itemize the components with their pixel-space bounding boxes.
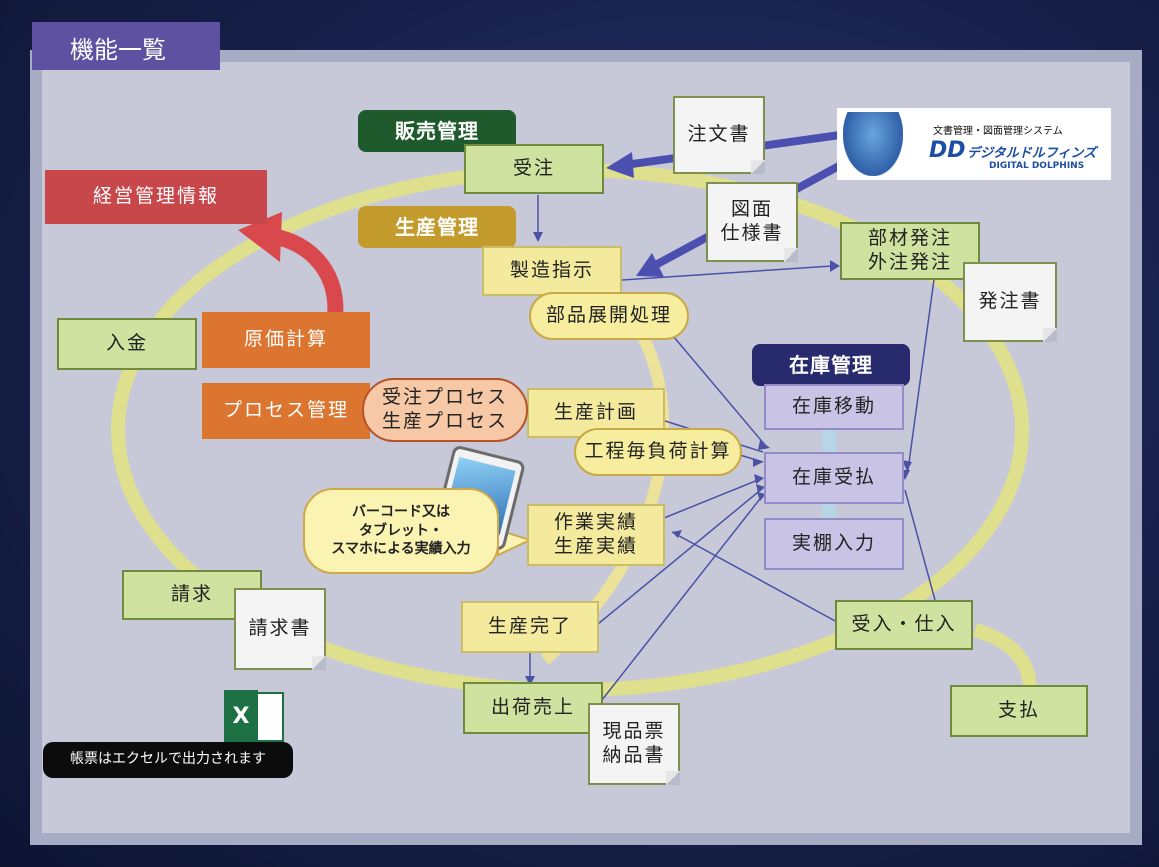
arrowhead-ship bbox=[525, 676, 535, 686]
logo-name-jp: デジタルドルフィンズ bbox=[967, 146, 1097, 161]
arrowhead-receipt-4 bbox=[756, 484, 765, 493]
digital-dolphins-logo: 文書管理・図面管理システム DD デジタルドルフィンズ DIGITAL DOLP… bbox=[837, 108, 1111, 180]
processes-box: 受注プロセス 生産プロセス bbox=[362, 378, 528, 442]
inventory-move-box: 在庫移動 bbox=[764, 384, 904, 430]
delivery-note-doc: 現品票 納品書 bbox=[588, 703, 680, 785]
page-title: 機能一覧 bbox=[32, 22, 220, 70]
cost-calc-box: 原価計算 bbox=[202, 312, 370, 368]
arrowhead-dd-manufacturing bbox=[636, 253, 664, 277]
arrowhead-receipt-7 bbox=[902, 460, 912, 471]
excel-icon: X bbox=[224, 690, 286, 744]
excel-note: 帳票はエクセルで出力されます bbox=[43, 742, 293, 778]
arrow-receiving-to-work bbox=[671, 531, 838, 623]
inventory-header: 在庫管理 bbox=[752, 344, 910, 386]
arrowhead-receipt-1 bbox=[758, 440, 770, 450]
work-results-box: 作業実績 生産実績 bbox=[527, 504, 665, 566]
production-done-box: 生産完了 bbox=[461, 601, 599, 653]
arrow-work-to-receipt bbox=[663, 477, 764, 519]
arrowhead-receipt-3 bbox=[754, 474, 764, 484]
arrowhead-parts bbox=[830, 260, 840, 272]
management-info-box: 経営管理情報 bbox=[45, 170, 267, 224]
excel-icon-letter: X bbox=[224, 690, 258, 744]
order-form-doc: 注文書 bbox=[673, 96, 765, 174]
bom-box: 部品展開処理 bbox=[529, 292, 689, 340]
arrowhead-receipt-5 bbox=[757, 492, 766, 501]
arrow-parts-to-receipt bbox=[907, 271, 936, 471]
parts-order-box: 部材発注 外注発注 bbox=[840, 222, 980, 280]
logo-name-en: DIGITAL DOLPHINS bbox=[989, 161, 1085, 171]
dolphin-icon bbox=[843, 112, 903, 176]
shipping-box: 出荷売上 bbox=[463, 682, 603, 734]
arrowhead-dd-order bbox=[606, 152, 634, 178]
load-calc-box: 工程毎負荷計算 bbox=[574, 428, 742, 476]
arrow-manufacturing-to-parts bbox=[621, 265, 833, 281]
manufacturing-box: 製造指示 bbox=[482, 246, 622, 296]
order-box: 受注 bbox=[464, 144, 604, 194]
arrow-ship-to-receipt bbox=[601, 494, 764, 701]
drawing-spec-doc: 図面 仕様書 bbox=[706, 182, 798, 262]
invoice-doc: 請求書 bbox=[234, 588, 326, 670]
arrow-done-to-receipt bbox=[597, 487, 764, 625]
arrowhead-receipt-2 bbox=[753, 458, 763, 467]
payment-out-box: 支払 bbox=[950, 685, 1088, 737]
payment-tail-curve bbox=[972, 623, 1037, 691]
purchase-order-doc: 発注書 bbox=[963, 262, 1057, 342]
inventory-receipt-box: 在庫受払 bbox=[764, 452, 904, 504]
receiving-box: 受入・仕入 bbox=[835, 600, 973, 650]
payment-in-box: 入金 bbox=[57, 318, 197, 370]
arrowhead-manufacturing bbox=[533, 232, 543, 242]
logo-caption: 文書管理・図面管理システム bbox=[933, 126, 1063, 137]
arrowhead-work bbox=[672, 530, 682, 538]
stocktake-box: 実棚入力 bbox=[764, 518, 904, 570]
arrow-bom-to-receipt bbox=[667, 329, 766, 446]
logo-mark: DD bbox=[929, 138, 966, 163]
input-method-callout: バーコード又は タブレット・ スマホによる実績入力 bbox=[303, 488, 499, 574]
arrowhead-management bbox=[238, 212, 282, 262]
arrow-receiving-to-receipt bbox=[904, 489, 936, 601]
production-header: 生産管理 bbox=[358, 206, 516, 248]
process-mgmt-box: プロセス管理 bbox=[202, 383, 370, 439]
